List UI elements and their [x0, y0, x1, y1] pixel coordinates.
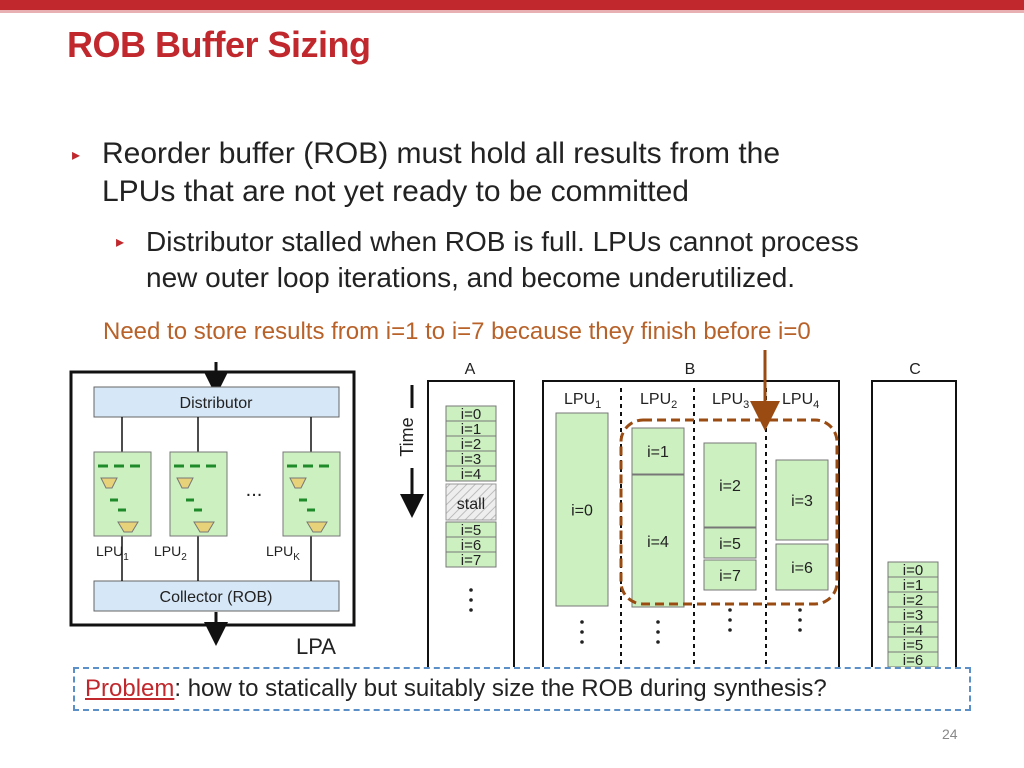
column-a-item-3-label: i=3	[461, 451, 481, 468]
lpu4-iter-3: i=3	[775, 459, 829, 541]
column-c-item-0-label: i=0	[903, 562, 923, 579]
lpu-k-label: LPU	[266, 543, 293, 559]
bullet-1: Reorder buffer (ROB) must hold all resul…	[102, 135, 780, 211]
lpu-ellipsis: ...	[246, 479, 263, 501]
lpu-k-block: LPUK	[266, 417, 341, 581]
lpu2-iter-1: i=1	[631, 427, 685, 475]
sub-bullet-arrow-icon: ▸	[116, 234, 125, 251]
svg-text:LPU2: LPU2	[154, 543, 187, 563]
lpu-1-label: LPU	[96, 543, 123, 559]
column-a: i=0i=1i=2i=3i=4 stall i=5i=6i=7	[427, 380, 515, 682]
lpu3-iter-5: i=5	[703, 527, 757, 559]
column-a-item-2: i=2	[445, 435, 497, 453]
column-c-item-4-label: i=4	[903, 622, 923, 639]
stall-box	[445, 483, 497, 521]
top-accent-bar	[0, 0, 1024, 10]
distributor-box	[93, 386, 340, 418]
lpu-head-2: LPU2	[640, 391, 677, 411]
rob-diagram: Distributor Collector (ROB) LPU1	[69, 350, 957, 682]
lpu-2-sub: 2	[181, 552, 187, 563]
lpu4-iter-6-label: i=6	[791, 560, 813, 577]
lpu2-iter-1-label: i=1	[647, 444, 669, 461]
svg-text:LPUK: LPUK	[266, 543, 300, 563]
problem-text: : how to statically but suitably size th…	[174, 675, 827, 702]
column-c: i=0i=1i=2i=3i=4i=5i=6	[871, 380, 957, 682]
column-c-header: C	[909, 361, 921, 378]
lpu3-iter-2: i=2	[703, 442, 757, 528]
lpa-caption: LPA	[296, 634, 336, 659]
column-a-item-1: i=1	[445, 420, 497, 438]
lpu-1-sub: 1	[123, 552, 129, 563]
lpu-2-label: LPU	[154, 543, 181, 559]
lpu-head-4: LPU4	[782, 391, 819, 411]
lpu-1-block: LPU1	[93, 417, 152, 581]
lpu-k-sub: K	[293, 552, 300, 563]
lpu-head-1: LPU1	[564, 391, 601, 411]
note-text: Need to store results from i=1 to i=7 be…	[103, 318, 811, 345]
column-a-header: A	[465, 361, 476, 378]
column-a-item-1-label: i=1	[461, 421, 481, 438]
lpu1-iter-0: i=0	[555, 412, 609, 607]
lpa-block: Distributor Collector (ROB) LPU1	[69, 362, 356, 659]
time-label: Time	[397, 417, 417, 456]
distributor-label: Distributor	[180, 395, 254, 412]
column-c-item-2: i=2	[887, 591, 939, 609]
collector-box	[93, 580, 340, 612]
bullet-1-line-1: Reorder buffer (ROB) must hold all resul…	[102, 137, 781, 170]
slide-title: ROB Buffer Sizing	[67, 24, 371, 65]
problem-callout: Problem: how to statically but suitably …	[73, 667, 971, 711]
bullet-2-line-2: new outer loop iterations, and become un…	[146, 262, 796, 293]
column-c-item-0: i=0	[887, 561, 939, 579]
lpu2-iter-4-label: i=4	[647, 534, 669, 551]
time-axis: Time	[397, 385, 424, 518]
column-a-item-0-label: i=0	[461, 406, 481, 423]
page-number: 24	[942, 726, 958, 742]
lpu3-iter-7: i=7	[703, 559, 757, 591]
lpu1-iter-0-label: i=0	[571, 502, 593, 519]
column-b-header: B	[685, 361, 696, 378]
column-c-item-1-label: i=1	[903, 577, 923, 594]
column-c-item-3-label: i=3	[903, 607, 923, 624]
top-accent-bar-light	[0, 10, 1024, 13]
column-a-item-3: i=3	[445, 450, 497, 468]
lpu-2-block: LPU2	[154, 417, 228, 581]
bullet-1-line-2: LPUs that are not yet ready to be commit…	[102, 175, 689, 208]
column-c-item-5-label: i=5	[903, 637, 923, 654]
column-a-dots	[469, 588, 473, 612]
column-a-item-4: i=4	[445, 465, 497, 483]
column-a-item-0: i=0	[445, 405, 497, 423]
column-a-item2-0: i=5	[445, 521, 497, 539]
column-c-item-5: i=5	[887, 636, 939, 654]
problem-word: Problem	[85, 675, 175, 702]
bullet-2-line-1: Distributor stalled when ROB is full. LP…	[146, 226, 859, 257]
column-a-item-2-label: i=2	[461, 436, 481, 453]
column-c-item-4: i=4	[887, 621, 939, 639]
svg-text:LPU1: LPU1	[96, 543, 129, 563]
lpu-head-3: LPU3	[712, 391, 749, 411]
rob-highlight-region	[619, 418, 839, 606]
column-c-item-6-label: i=6	[903, 652, 923, 669]
bullet-2: Distributor stalled when ROB is full. LP…	[146, 224, 859, 296]
stall-label: stall	[457, 496, 485, 513]
bullet-arrow-icon: ▸	[72, 147, 81, 164]
column-b: LPU1 LPU2 LPU3 LPU4 i=0 i=1 i=4 i=2 i=5 i=7 i=3 i=…	[542, 350, 840, 682]
column-c-item-6: i=6	[887, 651, 939, 669]
column-c-item-3: i=3	[887, 606, 939, 624]
lpu4-iter-3-label: i=3	[791, 493, 813, 510]
column-b-dots	[580, 608, 802, 644]
column-c-item-2-label: i=2	[903, 592, 923, 609]
column-a-item2-2-label: i=7	[461, 552, 481, 569]
collector-label: Collector (ROB)	[160, 589, 273, 606]
lpu3-iter-7-label: i=7	[719, 568, 741, 585]
lpu4-iter-6: i=6	[775, 543, 829, 591]
lpu3-iter-5-label: i=5	[719, 536, 741, 553]
lpu3-iter-2-label: i=2	[719, 478, 741, 495]
column-a-item-4-label: i=4	[461, 466, 481, 483]
lpu2-iter-4: i=4	[631, 474, 685, 608]
column-c-item-1: i=1	[887, 576, 939, 594]
column-a-item2-0-label: i=5	[461, 522, 481, 539]
column-a-item2-2: i=7	[445, 551, 497, 569]
column-a-item2-1-label: i=6	[461, 537, 481, 554]
